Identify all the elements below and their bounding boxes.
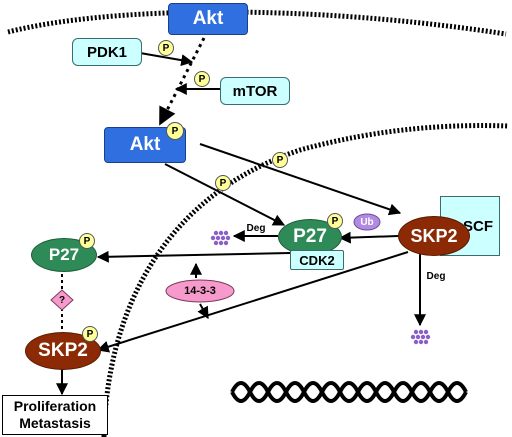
p27-export-arrow	[96, 250, 291, 263]
akt-phospho-badge: P	[166, 122, 184, 140]
degradation-cluster-skp2	[410, 329, 431, 345]
p27-nuclear-phospho-badge: P	[327, 213, 343, 229]
proliferation-metastasis-box: Proliferation Metastasis	[2, 395, 108, 435]
pdk1-label: PDK1	[86, 43, 127, 61]
p27-cytoplasm-label: P27	[48, 245, 80, 264]
mtor-label: mTOR	[232, 82, 278, 100]
pdk1-arrow	[139, 52, 194, 67]
skp2-deg-label: Deg	[426, 270, 446, 282]
fourteen33-oval	[165, 279, 235, 303]
akt-membrane-label: Akt	[192, 8, 224, 29]
p27-nuclear-label: P27	[293, 226, 327, 247]
p27-cytoplasm-phospho-badge: P	[79, 233, 95, 249]
pdk1-box: PDK1	[72, 38, 142, 66]
akt-translocation-line	[158, 37, 206, 126]
akt-p27-phospho-badge: P	[215, 175, 231, 191]
akt-cytoplasm-label: Akt	[129, 134, 161, 155]
nuclear-membrane	[101, 123, 509, 437]
fourteen33-down-arrow	[197, 303, 209, 320]
akt-to-skp2-arrow	[199, 143, 402, 216]
akt-to-p27-arrow	[164, 163, 286, 226]
pdk1-phospho-badge: P	[158, 40, 174, 56]
p27-cytoplasm-oval: P27	[31, 238, 97, 272]
cell-membrane	[7, 9, 507, 37]
degradation-cluster-p27	[210, 230, 231, 246]
question-diamond	[50, 289, 74, 311]
skp2-nuclear-oval: SKP2	[398, 216, 470, 256]
ub-label: Ub	[360, 216, 374, 228]
skp2-export-arrow	[96, 251, 409, 353]
akt-skp2-phospho-badge: P	[272, 152, 288, 168]
ub-oval	[353, 213, 381, 231]
dna-helix	[230, 381, 468, 403]
skp2-to-p27-arrow	[338, 231, 399, 244]
skp2-cytoplasm-phospho-badge: P	[82, 326, 98, 342]
scf-label: SCF	[463, 217, 493, 235]
mtor-phospho-badge: P	[194, 71, 210, 87]
skp2-nuclear-label: SKP2	[410, 225, 458, 246]
metastasis-label: Metastasis	[19, 415, 91, 431]
p27-deg-label: Deg	[246, 222, 266, 234]
skp2-cytoplasm-label: SKP2	[38, 340, 88, 361]
fourteen33-label: 14-3-3	[184, 285, 216, 297]
question-label: ?	[58, 294, 66, 306]
akt-membrane-box: Akt	[168, 3, 248, 35]
cdk2-box: CDK2	[290, 250, 344, 270]
proliferation-label: Proliferation	[13, 398, 97, 414]
mtor-box: mTOR	[220, 77, 290, 105]
cdk2-label: CDK2	[299, 252, 335, 268]
